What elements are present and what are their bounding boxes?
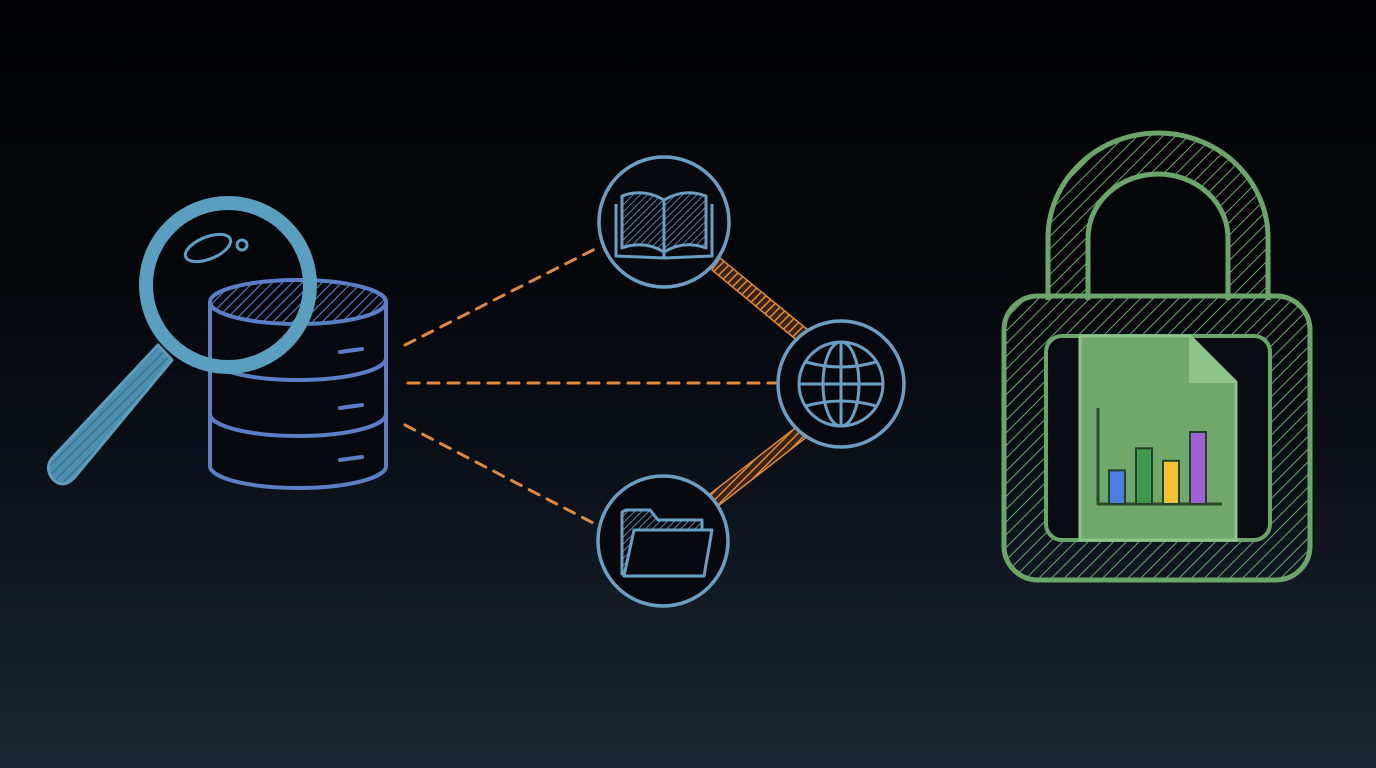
folder-node — [596, 474, 730, 608]
open-book-icon — [614, 191, 714, 260]
report-bar-3 — [1162, 459, 1180, 505]
bar-chart-document-icon — [1078, 334, 1238, 542]
folder-icon — [620, 508, 714, 578]
magnifying-glass-icon — [47, 196, 317, 486]
globe-node — [776, 319, 906, 449]
report-bar-1 — [1108, 469, 1126, 505]
connector-db-to-folder — [403, 423, 599, 527]
book-node — [597, 155, 731, 289]
report-bar-4 — [1189, 431, 1207, 505]
report-bars — [1108, 431, 1207, 506]
report-axes — [1096, 408, 1222, 506]
dashed-connectors — [403, 246, 777, 527]
connector-db-to-book — [403, 246, 599, 347]
link-folder-to-globe — [708, 423, 810, 508]
report-bar-2 — [1135, 447, 1153, 506]
database-icon — [208, 278, 388, 490]
link-book-to-globe — [711, 256, 810, 344]
globe-icon — [797, 340, 885, 428]
